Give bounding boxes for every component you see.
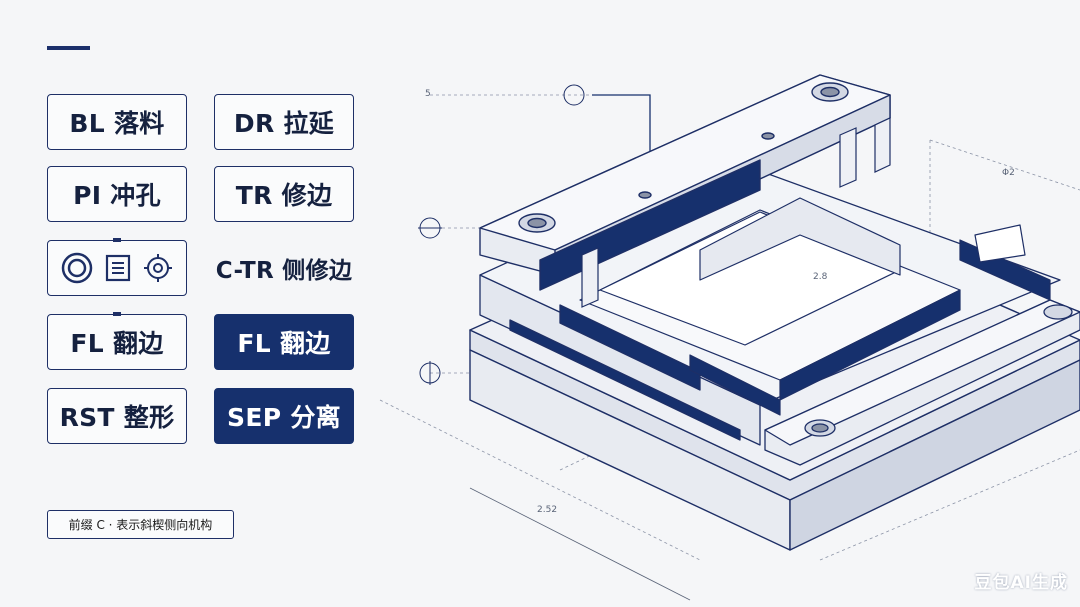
- dimension-label: 2.8: [813, 272, 828, 282]
- tile-fl-flanging-left[interactable]: FL 翻边: [47, 312, 187, 370]
- dimension-label: Φ2: [1002, 168, 1015, 178]
- tile-connector: [113, 238, 121, 242]
- framed-list-icon: [105, 254, 131, 282]
- concentric-circle-icon: [61, 252, 93, 284]
- tile-label: TR 修边: [235, 181, 333, 210]
- dimension-label: 2.52: [537, 505, 558, 515]
- tile-dr-drawing[interactable]: DR 拉延: [214, 94, 354, 150]
- prefix-note: 前缀 C · 表示斜楔侧向机构: [47, 510, 234, 539]
- tile-rst-restrike[interactable]: RST 整形: [47, 388, 187, 444]
- tile-label: DR 拉延: [233, 109, 335, 138]
- tile-pi-piercing[interactable]: PI 冲孔: [47, 166, 187, 222]
- tile-label: SEP 分离: [227, 403, 341, 432]
- tile-label: BL 落料: [69, 109, 165, 138]
- tile-label: FL 翻边: [237, 329, 331, 358]
- tile-label: PI 冲孔: [73, 181, 161, 210]
- tile-bl-blanking[interactable]: BL 落料: [47, 94, 187, 150]
- tile-fl-flanging-right[interactable]: FL 翻边: [214, 314, 354, 370]
- tile-icons[interactable]: [47, 238, 187, 296]
- tile-connector: [113, 312, 121, 316]
- tile-label: C-TR 侧修边: [215, 258, 353, 284]
- tile-ctr-cam-trimming[interactable]: C-TR 侧修边: [214, 240, 354, 296]
- tile-sep-separation[interactable]: SEP 分离: [214, 388, 354, 444]
- tile-label: RST 整形: [59, 403, 175, 432]
- prefix-note-text: 前缀 C · 表示斜楔侧向机构: [68, 518, 213, 532]
- tile-label: FL 翻边: [70, 329, 164, 358]
- watermark: 豆包AI生成: [974, 573, 1068, 593]
- header-accent-bar: [47, 46, 90, 50]
- dimension-label: 5: [425, 89, 431, 99]
- gear-target-icon: [144, 254, 172, 282]
- tile-tr-trimming[interactable]: TR 修边: [214, 166, 354, 222]
